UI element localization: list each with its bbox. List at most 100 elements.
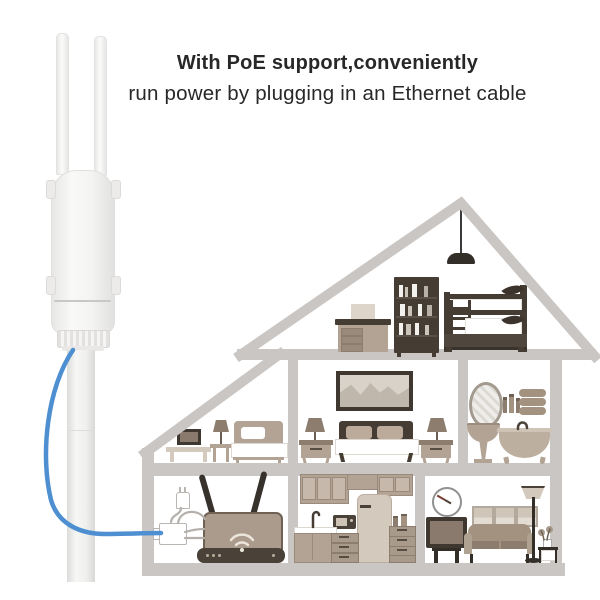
cabinet-door bbox=[332, 477, 346, 500]
tv-stand-bar bbox=[432, 548, 461, 551]
router-led bbox=[218, 554, 221, 557]
router-led bbox=[212, 554, 215, 557]
ap-body bbox=[51, 170, 115, 334]
bedside-lamp-shade bbox=[305, 418, 325, 432]
book bbox=[424, 286, 428, 297]
towel bbox=[519, 389, 546, 397]
mounting-pole bbox=[67, 350, 95, 582]
tv-console-leg bbox=[170, 452, 174, 462]
router-led bbox=[272, 554, 275, 557]
book bbox=[415, 323, 419, 335]
drawer-handle bbox=[339, 556, 349, 558]
microwave-window bbox=[336, 518, 347, 526]
single-bed-base bbox=[233, 457, 284, 460]
sofa-arm bbox=[527, 533, 535, 554]
nightstand-handle bbox=[430, 448, 442, 450]
flower bbox=[538, 529, 545, 536]
book bbox=[412, 284, 417, 297]
lamp-table-leg bbox=[226, 448, 229, 462]
book bbox=[408, 306, 412, 316]
drawer-handle bbox=[339, 536, 349, 538]
cabinet-door bbox=[395, 477, 410, 492]
book bbox=[400, 304, 405, 316]
ap-clip bbox=[46, 276, 56, 295]
single-bed-pillow bbox=[241, 427, 265, 439]
ap-seam bbox=[54, 300, 111, 302]
tub-rim bbox=[497, 428, 552, 433]
shelf-line bbox=[396, 335, 437, 337]
shelf-line bbox=[396, 316, 437, 318]
router-led bbox=[206, 554, 209, 557]
left-wall bbox=[142, 448, 154, 565]
pendant-cord bbox=[460, 207, 462, 255]
pendant-lamp bbox=[447, 253, 475, 264]
jar bbox=[393, 516, 398, 528]
wall-midfloor-2 bbox=[458, 360, 468, 463]
towel bbox=[519, 407, 546, 415]
dresser-drawer bbox=[341, 336, 363, 344]
book bbox=[418, 304, 422, 316]
antenna-right bbox=[94, 36, 107, 176]
floor-lamp-shade bbox=[521, 486, 545, 499]
cabinet-door bbox=[317, 477, 331, 500]
double-bed-mattress bbox=[335, 439, 419, 455]
side-table-leg bbox=[539, 550, 541, 563]
plug-prong bbox=[184, 487, 186, 492]
base-cabinet-divider bbox=[312, 534, 313, 560]
nightstand-leg bbox=[302, 458, 307, 463]
ground-floor bbox=[142, 563, 565, 576]
sofa-arm bbox=[464, 533, 472, 554]
single-bed-leg bbox=[236, 460, 239, 463]
cable-plug-to-injector bbox=[169, 506, 183, 524]
tub-body bbox=[499, 432, 550, 458]
sink-pedestal bbox=[478, 438, 489, 460]
upper-cabinet-strip bbox=[347, 474, 379, 490]
mountains bbox=[340, 383, 409, 407]
poe-injector bbox=[159, 523, 187, 545]
plug-prong bbox=[179, 487, 181, 492]
kitchen-drawer bbox=[331, 543, 359, 553]
floor-lamp-base bbox=[525, 558, 542, 563]
base-cabinet-left bbox=[294, 533, 333, 563]
kitchen-drawer bbox=[389, 555, 416, 563]
sofa-back bbox=[468, 524, 531, 546]
tv-small-screen bbox=[180, 432, 198, 442]
nightstand-leg bbox=[422, 458, 427, 463]
book bbox=[406, 324, 411, 335]
bookshelf-leg bbox=[432, 353, 436, 357]
book bbox=[425, 325, 429, 335]
bedside-lamp-stem bbox=[436, 432, 438, 441]
sofa-leg bbox=[470, 554, 473, 563]
tv-console-leg bbox=[203, 452, 207, 462]
nightstand-handle bbox=[310, 448, 322, 450]
book bbox=[427, 305, 432, 316]
attic-picture bbox=[351, 304, 375, 320]
dresser-drawer bbox=[341, 328, 363, 336]
nightstand-body bbox=[301, 445, 331, 458]
ap-clip bbox=[46, 180, 56, 199]
side-table-leg bbox=[555, 550, 557, 563]
pole-seam bbox=[67, 430, 95, 431]
toiletry-bottle bbox=[509, 394, 514, 413]
bookshelf-leg bbox=[397, 353, 401, 357]
wall-ground-1 bbox=[288, 476, 298, 563]
towel bbox=[519, 398, 546, 406]
book bbox=[399, 323, 403, 335]
tv-stand-leg bbox=[455, 551, 459, 563]
floor-lamp-pole bbox=[532, 497, 535, 559]
antenna-left bbox=[56, 33, 69, 175]
middle-floor bbox=[150, 463, 562, 476]
kitchen-drawer bbox=[331, 553, 359, 563]
router-base bbox=[197, 548, 285, 563]
kitchen-faucet bbox=[311, 510, 321, 529]
cabinet-door bbox=[379, 477, 394, 492]
side-table-top bbox=[538, 547, 558, 550]
jar bbox=[401, 514, 407, 528]
bunkbed-foot bbox=[446, 347, 452, 352]
single-bed-leg bbox=[278, 460, 281, 463]
headline: With PoE support,conveniently run power … bbox=[65, 50, 590, 107]
dresser-drawer bbox=[341, 344, 363, 352]
oval-mirror bbox=[469, 382, 503, 428]
kitchen-drawer bbox=[331, 533, 359, 543]
